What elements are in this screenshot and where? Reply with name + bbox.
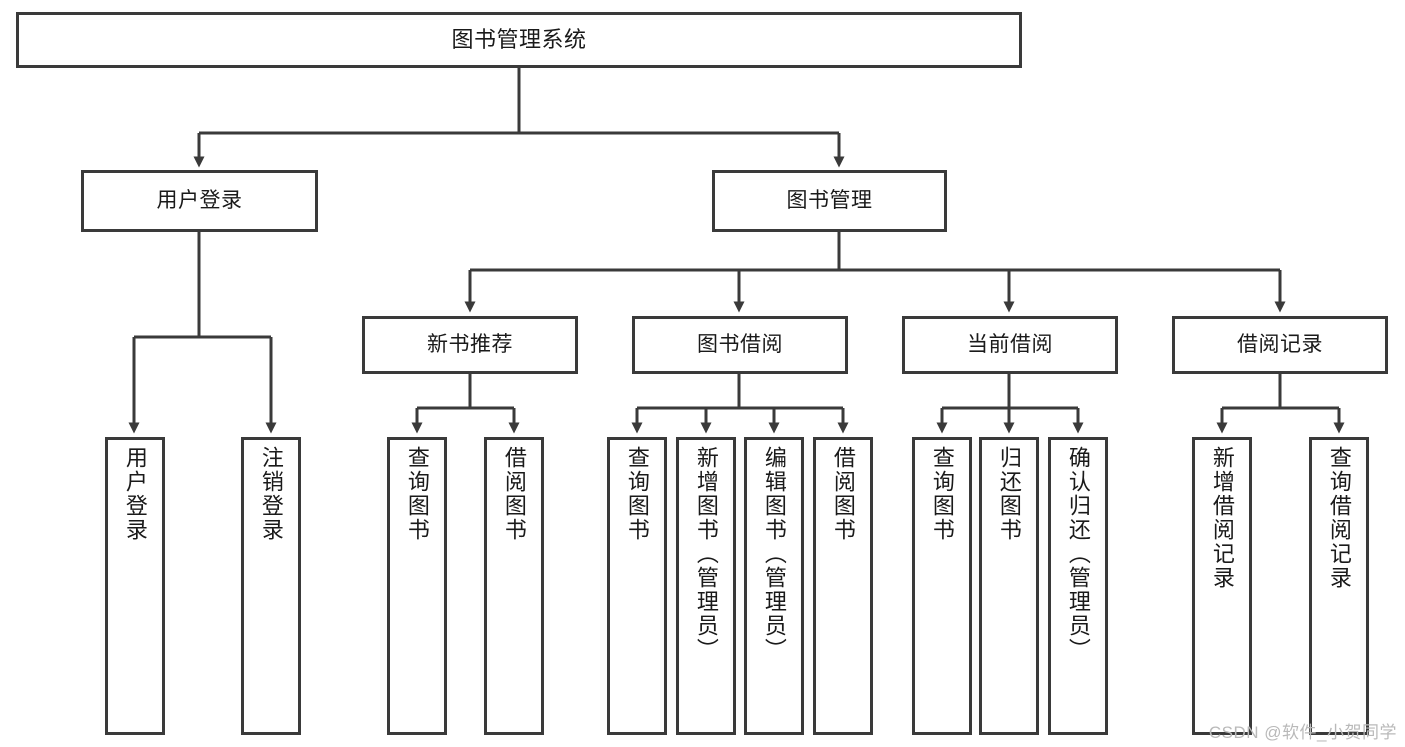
node-label: 归还图书 <box>996 446 1022 542</box>
node-label: 图书借阅 <box>697 333 783 357</box>
node-label: 新书推荐 <box>427 333 513 357</box>
node-label: 借阅图书 <box>501 446 527 542</box>
node-leaf-confirm-return-admin[interactable]: 确认归还（管理员） <box>1048 437 1108 735</box>
node-leaf-query-book-recommend[interactable]: 查询图书 <box>387 437 447 735</box>
node-leaf-borrow-book-recommend[interactable]: 借阅图书 <box>484 437 544 735</box>
node-label: 用户登录 <box>122 446 148 542</box>
node-current-borrow[interactable]: 当前借阅 <box>902 316 1118 374</box>
node-leaf-query-book-current[interactable]: 查询图书 <box>912 437 972 735</box>
node-new-book-recommend[interactable]: 新书推荐 <box>362 316 578 374</box>
node-leaf-add-book-admin[interactable]: 新增图书（管理员） <box>676 437 736 735</box>
node-label: 查询图书 <box>624 446 650 542</box>
node-leaf-return-book[interactable]: 归还图书 <box>979 437 1039 735</box>
node-label: 借阅记录 <box>1237 333 1323 357</box>
node-label: 编辑图书（管理员） <box>761 446 787 662</box>
node-label: 查询图书 <box>404 446 430 542</box>
node-book-borrow[interactable]: 图书借阅 <box>632 316 848 374</box>
node-label: 查询借阅记录 <box>1326 446 1352 590</box>
node-user-login[interactable]: 用户登录 <box>81 170 318 232</box>
node-label: 借阅图书 <box>830 446 856 542</box>
node-leaf-edit-book-admin[interactable]: 编辑图书（管理员） <box>744 437 804 735</box>
node-leaf-logout[interactable]: 注销登录 <box>241 437 301 735</box>
node-label: 当前借阅 <box>967 333 1053 357</box>
node-label: 注销登录 <box>258 446 284 542</box>
node-label: 查询图书 <box>929 446 955 542</box>
node-leaf-query-borrow-record[interactable]: 查询借阅记录 <box>1309 437 1369 735</box>
node-leaf-user-login[interactable]: 用户登录 <box>105 437 165 735</box>
node-label: 新增借阅记录 <box>1209 446 1235 590</box>
node-label: 新增图书（管理员） <box>693 446 719 662</box>
node-label: 确认归还（管理员） <box>1065 446 1091 662</box>
node-borrow-record[interactable]: 借阅记录 <box>1172 316 1388 374</box>
node-leaf-borrow-book[interactable]: 借阅图书 <box>813 437 873 735</box>
node-book-management[interactable]: 图书管理 <box>712 170 947 232</box>
node-label: 图书管理 <box>786 189 873 213</box>
watermark: CSDN @软件_小贺同学 <box>1208 723 1397 742</box>
node-label: 图书管理系统 <box>451 26 587 52</box>
node-leaf-query-book-borrow[interactable]: 查询图书 <box>607 437 667 735</box>
node-root-system[interactable]: 图书管理系统 <box>16 12 1022 68</box>
node-label: 用户登录 <box>156 189 243 213</box>
node-leaf-add-borrow-record[interactable]: 新增借阅记录 <box>1192 437 1252 735</box>
